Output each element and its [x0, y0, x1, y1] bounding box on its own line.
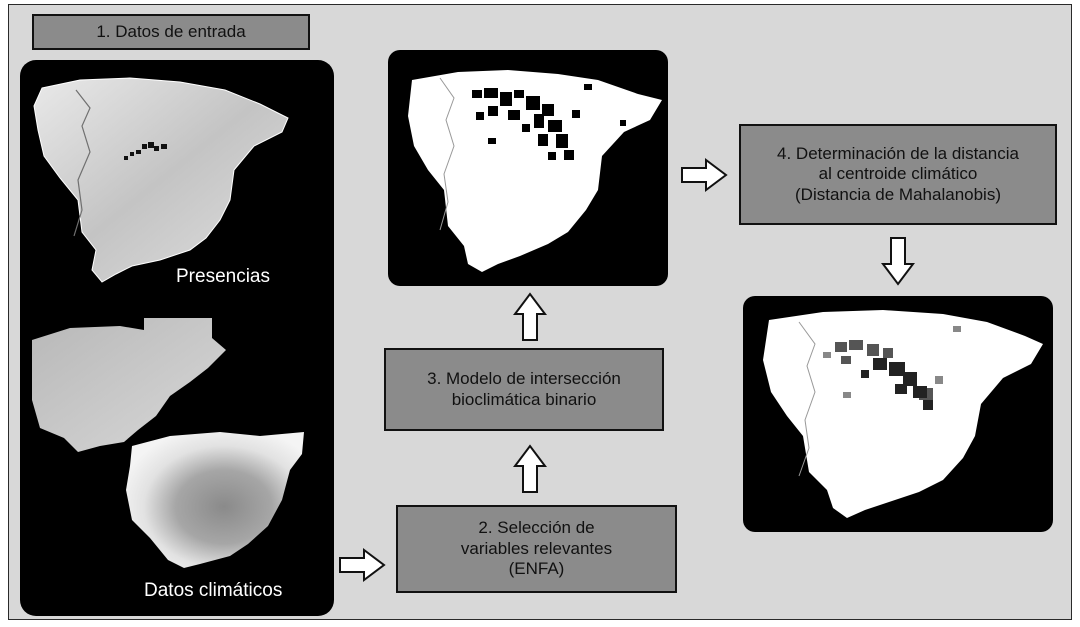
distance-map — [763, 310, 1043, 518]
binary-model-map-panel — [388, 50, 668, 286]
arrow-up-step-2-to-3 — [513, 444, 547, 493]
step-2-line-3: (ENFA) — [508, 559, 565, 579]
arrow-up-step-3-to-map — [513, 292, 547, 341]
step-4-line-1: 4. Determinación de la distancia — [777, 143, 1019, 163]
presence-label: Presencias — [176, 266, 270, 287]
step-3-box: 3. Modelo de intersección bioclimática b… — [384, 348, 664, 431]
step-3-line-1: 3. Modelo de intersección — [427, 369, 621, 389]
climate-data-label: Datos climáticos — [144, 580, 283, 601]
step-1-box: 1. Datos de entrada — [32, 14, 310, 50]
step-4-box: 4. Determinación de la distancia al cent… — [739, 124, 1057, 225]
step-2-line-2: variables relevantes — [460, 538, 613, 558]
distance-map-panel — [743, 296, 1053, 532]
step-4-line-2: al centroide climático — [818, 164, 978, 184]
step-4-line-3: (Distancia de Mahalanobis) — [795, 184, 1001, 204]
step-2-line-1: 2. Selección de — [478, 518, 595, 538]
input-data-panel: Presencias Datos climáticos — [20, 60, 334, 616]
step-1-label: 1. Datos de entrada — [96, 21, 246, 41]
binary-map — [408, 70, 662, 272]
arrow-right-to-step-4 — [681, 158, 728, 192]
arrow-right-to-step-2 — [339, 548, 386, 582]
input-maps — [32, 77, 304, 568]
climate-map-back — [32, 318, 226, 452]
climate-map-front — [126, 432, 304, 568]
step-2-box: 2. Selección de variables relevantes (EN… — [396, 505, 677, 593]
presence-map — [33, 77, 289, 283]
step-3-line-2: bioclimática binario — [451, 389, 597, 409]
arrow-down-step-4-to-map — [881, 237, 915, 286]
